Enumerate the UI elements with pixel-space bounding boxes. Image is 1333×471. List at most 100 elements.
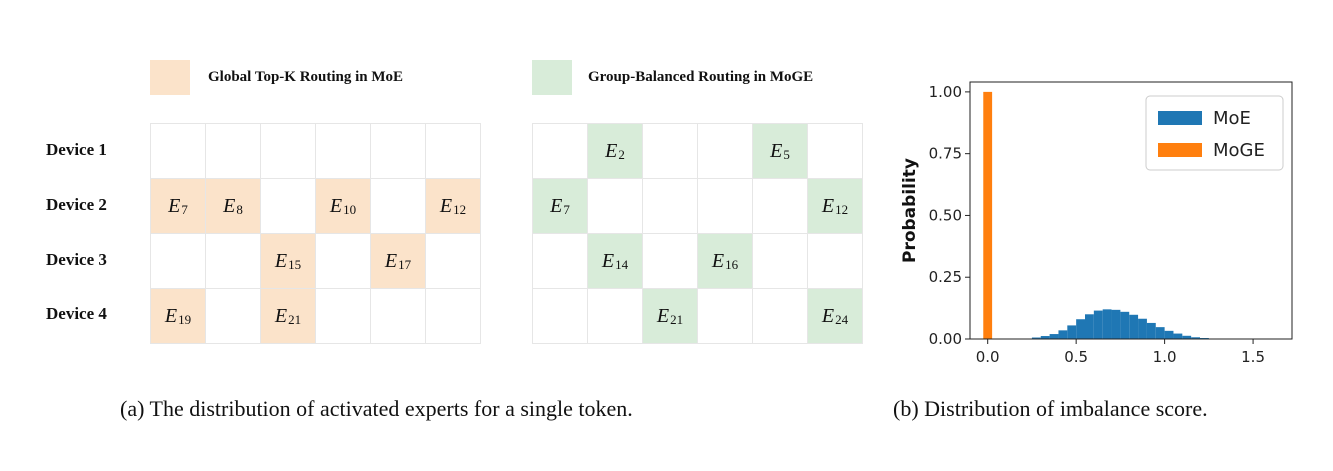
moe-empty-cell [150, 233, 206, 289]
histogram-bar-moe [1049, 334, 1059, 339]
histogram-bar-moe [1155, 327, 1165, 339]
legend-swatch-moge [532, 60, 572, 95]
caption-a: (a) The distribution of activated expert… [120, 396, 633, 421]
moe-empty-cell [370, 178, 426, 234]
moge-empty-cell [752, 288, 808, 344]
legend-label-moge: Group-Balanced Routing in MoGE [588, 69, 814, 85]
expert-index: 10 [343, 202, 357, 217]
moge-empty-cell [642, 233, 698, 289]
moe-empty-cell [425, 288, 481, 344]
expert-symbol: E [821, 304, 835, 327]
histogram-bar-moe [1191, 337, 1200, 339]
moe-empty-cell [315, 288, 371, 344]
expert-symbol: E [605, 139, 618, 162]
moge-empty-cell [532, 123, 588, 179]
moge-empty-cell [807, 123, 863, 179]
y-axis-title: Probability [900, 158, 920, 263]
expert-symbol: E [384, 249, 398, 272]
moe-empty-cell [425, 233, 481, 289]
moge-empty-cell [642, 123, 698, 179]
moe-empty-cell [370, 288, 426, 344]
device-label-1: Device 1 [46, 140, 107, 159]
histogram-bar-moe [1138, 318, 1147, 339]
histogram-bar-moe [1129, 314, 1139, 339]
moe-empty-cell [150, 123, 206, 179]
expert-symbol: E [770, 139, 783, 162]
histogram-bar-moe [1164, 330, 1174, 339]
expert-index: 7 [563, 202, 570, 217]
expert-index: 21 [288, 312, 302, 327]
histogram-bar-moe [1111, 309, 1121, 339]
histogram-bar-moe [1093, 310, 1103, 339]
moe-empty-cell [205, 288, 261, 344]
moe-empty-cell [205, 123, 261, 179]
legend-swatch-moe [1158, 111, 1202, 125]
moe-empty-cell [425, 123, 481, 179]
expert-symbol: E [274, 304, 288, 327]
histogram-bar-moe [1058, 330, 1068, 339]
moe-empty-cell [315, 233, 371, 289]
expert-index: 17 [398, 257, 412, 272]
expert-symbol: E [601, 249, 615, 272]
x-tick-label: 0.0 [976, 348, 1000, 366]
histogram-bar-moe [1031, 337, 1041, 339]
expert-symbol: E [711, 249, 725, 272]
moe-empty-cell [370, 123, 426, 179]
moge-empty-cell [532, 288, 588, 344]
moe-empty-cell [315, 123, 371, 179]
histogram-bar-moe [1173, 333, 1183, 339]
legend-label-moe: MoE [1213, 108, 1251, 129]
expert-symbol: E [223, 194, 236, 217]
expert-index: 19 [178, 312, 192, 327]
expert-symbol: E [329, 194, 343, 217]
expert-index: 16 [725, 257, 739, 272]
y-tick-label: 0.50 [929, 206, 962, 224]
expert-symbol: E [550, 194, 563, 217]
moge-empty-cell [697, 123, 753, 179]
moe-empty-cell [260, 123, 316, 179]
expert-index: 15 [288, 257, 302, 272]
moe-empty-cell [260, 178, 316, 234]
expert-symbol: E [274, 249, 288, 272]
histogram-bar-moe [1182, 335, 1192, 339]
moe-empty-cell [205, 233, 261, 289]
moge-empty-cell [752, 178, 808, 234]
moge-empty-cell [642, 178, 698, 234]
expert-symbol: E [164, 304, 178, 327]
x-tick-label: 1.5 [1241, 348, 1265, 366]
expert-symbol: E [821, 194, 835, 217]
moge-empty-cell [587, 178, 643, 234]
legend-label-moe: Global Top-K Routing in MoE [208, 69, 404, 85]
moge-empty-cell [697, 178, 753, 234]
x-tick-label: 1.0 [1153, 348, 1177, 366]
x-tick-label: 0.5 [1064, 348, 1088, 366]
plot-frame [969, 81, 1293, 340]
expert-index: 12 [453, 202, 467, 217]
expert-index: 2 [618, 147, 625, 162]
device-label-3: Device 3 [46, 250, 107, 269]
histogram-bar-moe [1040, 336, 1050, 339]
caption-b: (b) Distribution of imbalance score. [893, 396, 1208, 421]
moge-empty-cell [752, 233, 808, 289]
histogram-bar-moe [1120, 311, 1130, 339]
y-tick-label: 1.00 [929, 83, 962, 101]
histogram-bar-moe [1067, 325, 1077, 339]
expert-symbol: E [439, 194, 453, 217]
moge-empty-cell [807, 233, 863, 289]
histogram-bar-moe [1085, 314, 1094, 339]
histogram-bar-moe [1102, 309, 1112, 339]
moge-empty-cell [697, 288, 753, 344]
y-tick-label: 0.25 [929, 268, 962, 286]
